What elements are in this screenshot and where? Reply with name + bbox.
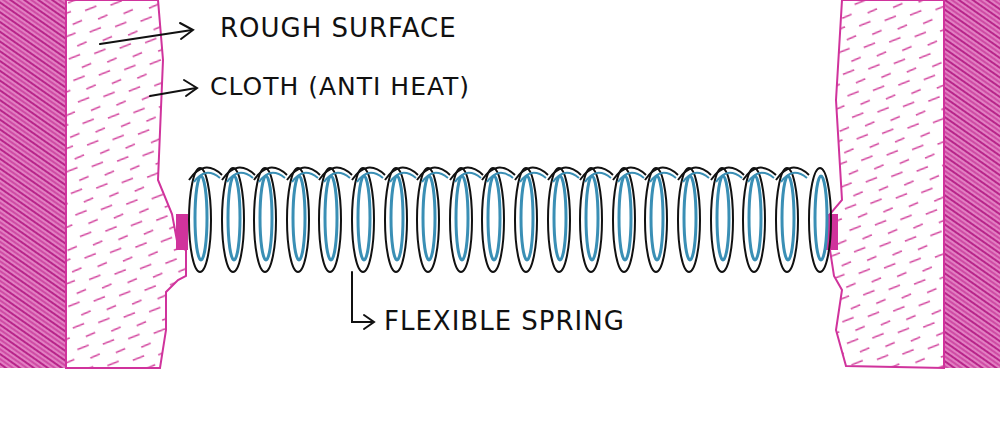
part-label: ROUGH SURFACE — [220, 14, 457, 43]
part-label: FLEXIBLE SPRING — [384, 307, 625, 336]
part-label: CLOTH (ANTI HEAT) — [210, 73, 470, 101]
